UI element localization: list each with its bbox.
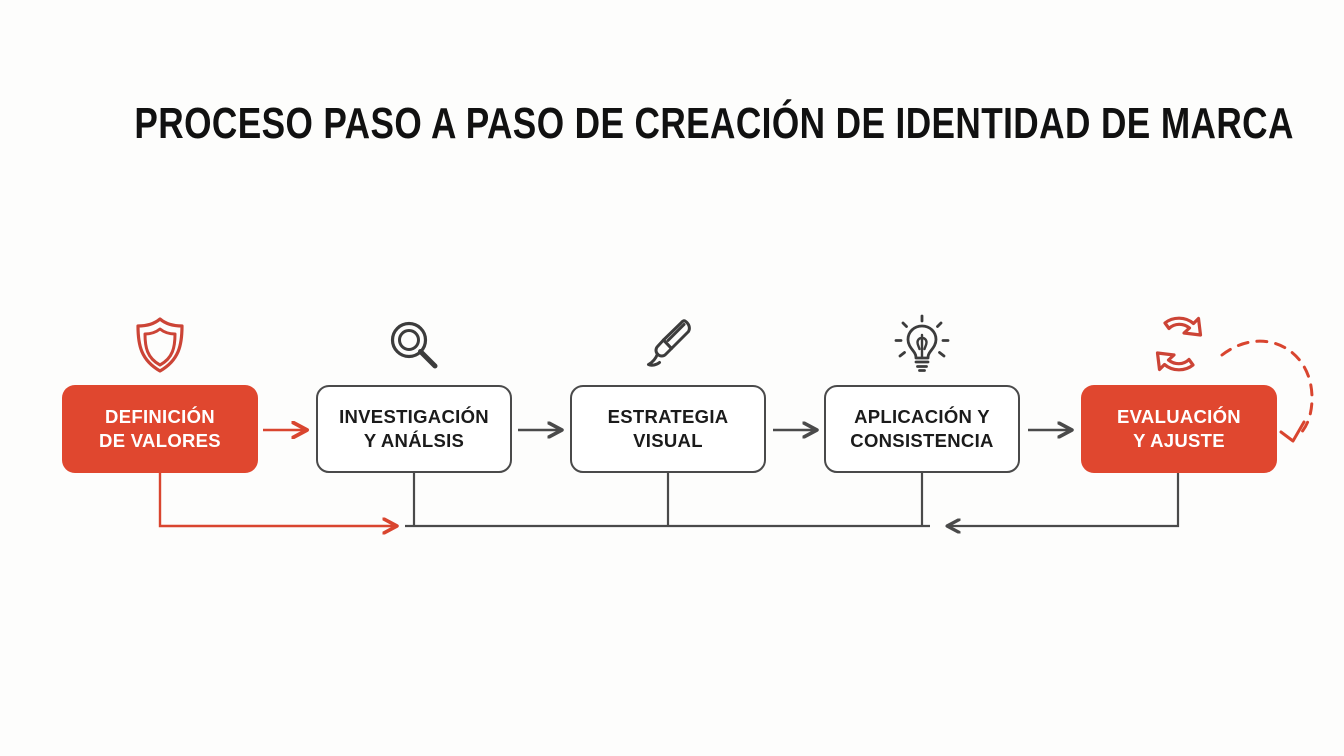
step-node-1[interactable]: DEFINICIÓN DE VALORES: [62, 317, 258, 473]
lightbulb-icon: [890, 313, 954, 377]
step-label-3: ESTRATEGIA VISUAL: [607, 406, 729, 451]
step-box-2[interactable]: INVESTIGACIÓN Y ANÁLSIS: [316, 385, 512, 473]
cycle-refresh-icon: [1141, 309, 1217, 379]
step-node-2[interactable]: INVESTIGACIÓN Y ANÁLSIS: [316, 321, 512, 473]
step-label-5: EVALUACIÓN Y AJUSTE: [1117, 406, 1241, 451]
step-box-5[interactable]: EVALUACIÓN Y AJUSTE: [1081, 385, 1277, 473]
step-label-4: APLICACIÓN Y CONSISTENCIA: [850, 406, 994, 451]
step-box-1[interactable]: DEFINICIÓN DE VALORES: [62, 385, 258, 473]
step-label-1: DEFINICIÓN DE VALORES: [99, 406, 221, 451]
paintbrush-icon: [636, 313, 700, 377]
step-node-4[interactable]: APLICACIÓN Y CONSISTENCIA: [824, 314, 1020, 473]
loop-arrowhead-step5: [1279, 420, 1306, 443]
step-box-3[interactable]: ESTRATEGIA VISUAL: [570, 385, 766, 473]
page-title: PROCESO PASO A PASO DE CREACIÓN DE IDENT…: [134, 99, 1294, 148]
step-node-5[interactable]: EVALUACIÓN Y AJUSTE: [1081, 316, 1277, 473]
step-label-2: INVESTIGACIÓN Y ANÁLSIS: [339, 406, 489, 451]
feedback-arrow-step1-forward: [158, 473, 396, 526]
shield-icon: [128, 313, 192, 377]
step-box-4[interactable]: APLICACIÓN Y CONSISTENCIA: [824, 385, 1020, 473]
step-node-3[interactable]: ESTRATEGIA VISUAL: [570, 319, 766, 473]
magnifier-icon: [382, 313, 446, 377]
feedback-arrow-step5-back: [948, 473, 1180, 526]
